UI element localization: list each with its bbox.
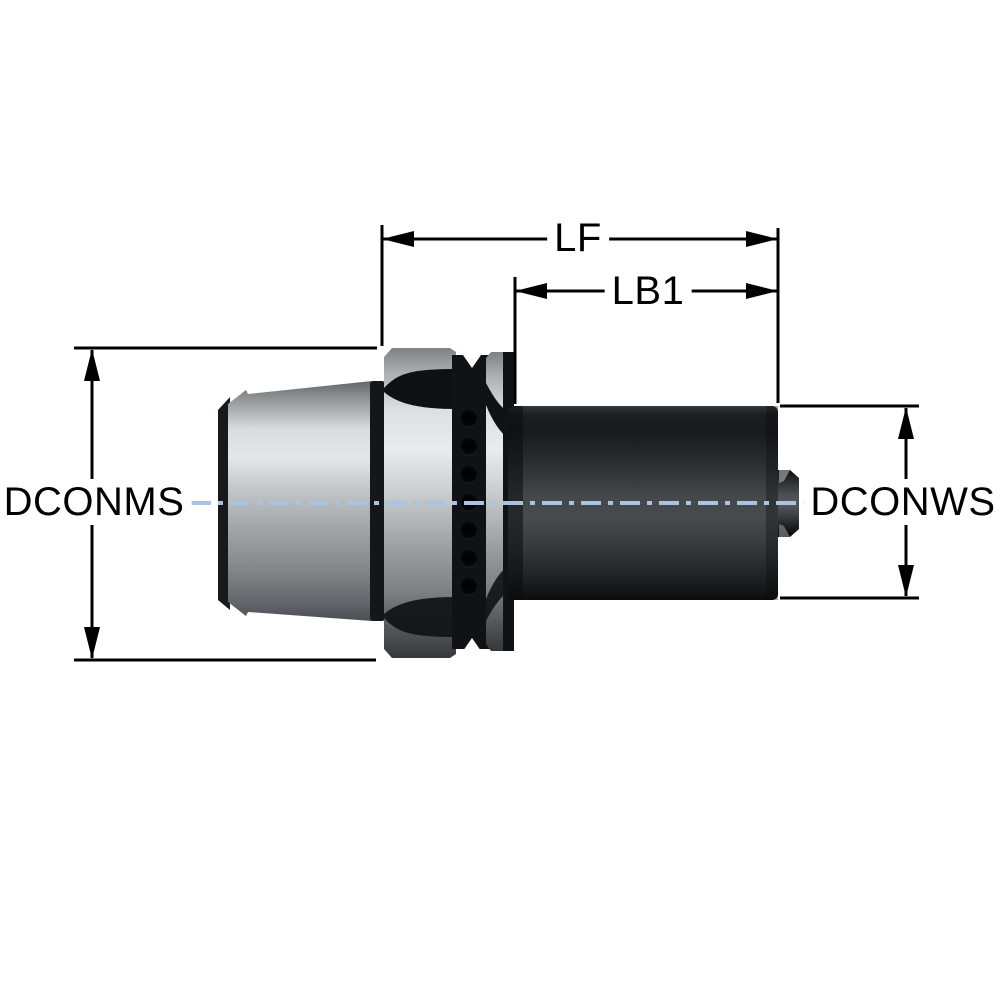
lf-label: LF (547, 215, 609, 261)
groove-notch-top (456, 345, 488, 368)
dconms-arrow-up (84, 349, 100, 381)
dconws-label: DCONWS (803, 479, 1000, 525)
dimension-arrows (84, 231, 914, 659)
cylinder-right-shadow (766, 406, 778, 600)
flange (384, 348, 456, 658)
lf-arrow-left (382, 231, 414, 247)
flange-groove-shadow-top (384, 369, 456, 409)
dconws-arrow-down (898, 565, 914, 597)
end-cap-highlight-bottom (779, 524, 790, 537)
dconws-arrow-up (898, 407, 914, 439)
lb1-arrow-right (746, 283, 778, 299)
groove-notch-bottom (456, 638, 488, 661)
body-cylinder (508, 406, 778, 600)
end-cap-highlight-top (779, 470, 790, 483)
lb1-arrow-left (515, 283, 547, 299)
nose-edge-ring (218, 397, 230, 610)
lf-arrow-right (746, 231, 778, 247)
dconms-label: DCONMS (0, 479, 192, 525)
flange-groove-shadow-bottom (384, 597, 456, 637)
lb1-label: LB1 (604, 268, 692, 314)
dconms-arrow-down (84, 627, 100, 659)
